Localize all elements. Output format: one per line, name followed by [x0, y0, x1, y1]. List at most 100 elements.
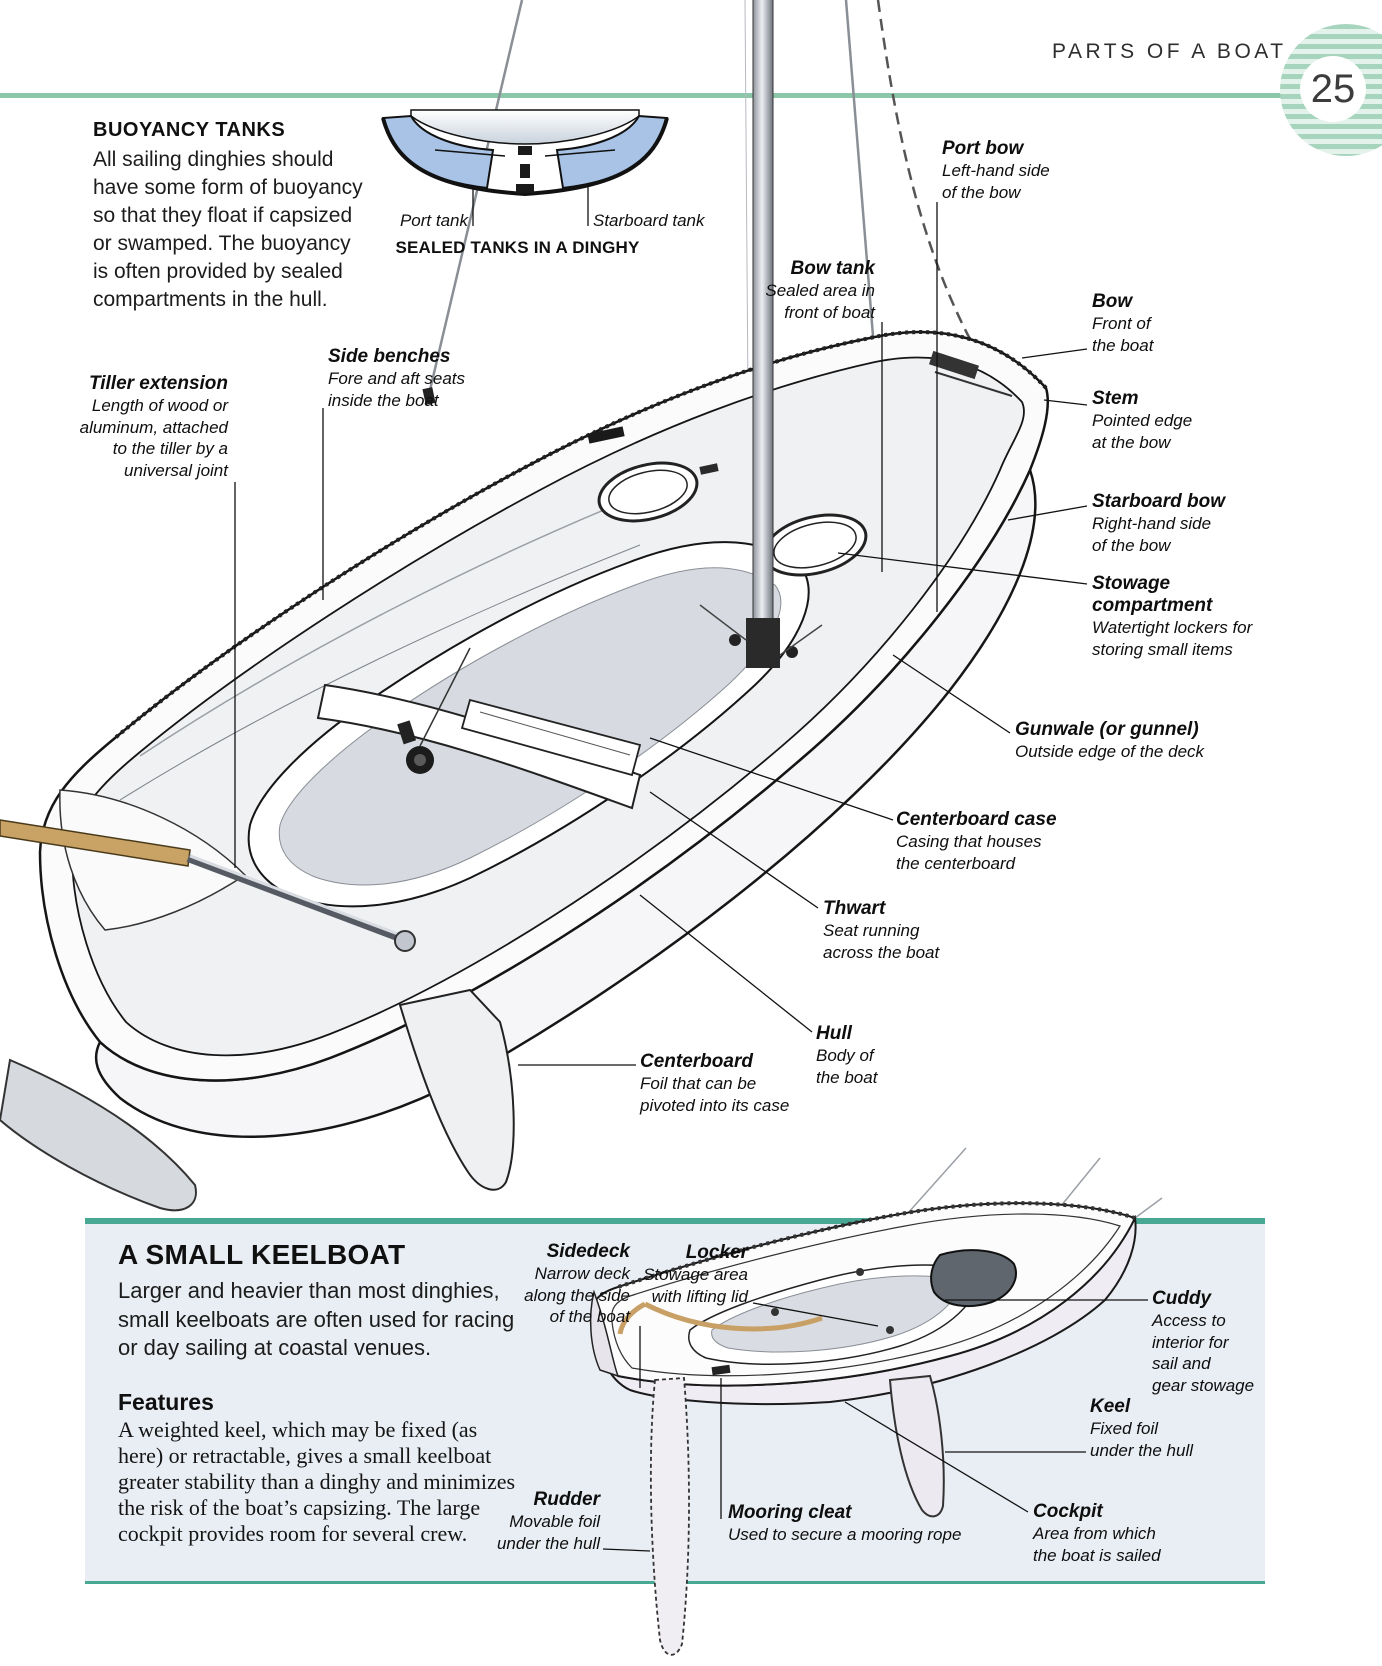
label-title: Thwart [823, 898, 886, 919]
mooring-cleat-shape [711, 1364, 731, 1376]
stowage-hatch-aft [762, 513, 868, 577]
label-bow: Bow Front of the boat [1092, 291, 1153, 356]
label-desc: Outside edge of the deck [1015, 742, 1205, 761]
label-title: Cockpit [1033, 1501, 1103, 1522]
label-gunwale: Gunwale (or gunnel) Outside edge of the … [1015, 719, 1204, 763]
keelboat-inner-deck [611, 1213, 1121, 1377]
label-title: Bow [1092, 291, 1133, 312]
label-sidedeck: Sidedeck Narrow deck along the side of t… [430, 1241, 630, 1328]
label-centerboard: Centerboard Foil that can be pivoted int… [640, 1051, 789, 1116]
keelboat-heading: A SMALL KEELBOAT [118, 1239, 406, 1270]
keel-fin [888, 1374, 945, 1518]
label-bow-tank: Bow tank Sealed area in front of boat [725, 258, 875, 323]
page-number-ball: 25 [1280, 24, 1382, 156]
label-title: Keel [1090, 1396, 1131, 1417]
label-centerboard-case: Centerboard case Casing that houses the … [896, 809, 1057, 874]
label-title: Centerboard case [896, 809, 1057, 830]
label-title: Side benches [328, 346, 451, 367]
label-title: Starboard bow [1092, 491, 1226, 512]
label-starboard-bow: Starboard bow Right-hand side of the bow [1092, 491, 1225, 556]
rudder-fin [649, 1377, 690, 1656]
features-heading: Features [118, 1389, 214, 1415]
mainsheet-block [397, 647, 471, 774]
buoyancy-body: All sailing dinghies should have some fo… [93, 148, 363, 311]
keelboat-illustration [589, 1147, 1163, 1656]
label-keel: Keel Fixed foil under the hull [1090, 1396, 1193, 1461]
label-desc: Pointed edge at the bow [1092, 411, 1193, 452]
label-desc: Access to interior for sail and gear sto… [1152, 1311, 1255, 1395]
tiller-shape [0, 819, 191, 867]
label-title: Port bow [942, 138, 1024, 159]
label-port-bow: Port bow Left-hand side of the bow [942, 138, 1050, 203]
label-title: Bow tank [790, 258, 875, 279]
header-rule [0, 93, 1286, 98]
label-title: Tiller extension [88, 373, 228, 394]
label-desc: Body of the boat [816, 1046, 878, 1087]
label-title: Stem [1092, 388, 1139, 409]
tank-diagram-caption: SEALED TANKS IN A DINGHY [395, 238, 640, 257]
tank-center-fittings [516, 146, 534, 193]
side-bench-edge2 [119, 544, 641, 801]
label-title: Gunwale (or gunnel) [1015, 719, 1199, 740]
tiller-extension-shape [186, 854, 416, 952]
label-thwart: Thwart Seat running across the boat [823, 898, 939, 963]
centerboard-fin [398, 988, 515, 1191]
label-title: Cuddy [1152, 1288, 1212, 1309]
page-number: 25 [1300, 56, 1366, 122]
cockpit-well-floor [711, 1275, 961, 1353]
label-cuddy: Cuddy Access to interior for sail and ge… [1152, 1288, 1254, 1396]
label-desc: Seat running across the boat [823, 921, 940, 962]
tank-hull-line [381, 117, 669, 197]
label-side-benches: Side benches Fore and aft seats inside t… [328, 346, 465, 411]
centerboard-case-shape [460, 698, 642, 777]
label-desc: Narrow deck along the side of the boat [524, 1264, 630, 1326]
label-title: Mooring cleat [728, 1502, 852, 1523]
leader-lines [234, 185, 1148, 1552]
label-title: Centerboard [640, 1051, 753, 1072]
deck-fittings [587, 350, 1013, 475]
tank-diagram [381, 109, 669, 197]
label-title: Stowage compartment [1092, 573, 1213, 616]
label-desc: Stowage area with lifting lid [643, 1265, 748, 1306]
label-desc: Area from which the boat is sailed [1033, 1524, 1161, 1565]
label-title: Hull [816, 1023, 852, 1044]
label-desc: Length of wood or aluminum, attached to … [79, 396, 228, 480]
label-rudder: Rudder Movable foil under the hull [440, 1489, 600, 1554]
stowage-hatch-forward [597, 461, 699, 523]
label-title: Rudder [533, 1489, 601, 1510]
side-bench-edge [139, 494, 641, 757]
label-stowage-compartment: Stowage compartment Watertight lockers f… [1092, 573, 1252, 660]
mooring-rope [643, 1301, 823, 1332]
label-desc: Casing that houses the centerboard [896, 832, 1042, 873]
keelboat-fittings [771, 1268, 894, 1334]
label-title: Sidedeck [546, 1241, 630, 1262]
buoyancy-heading: BUOYANCY TANKS [93, 119, 286, 141]
gunwale-beading [113, 330, 1048, 740]
page-title: PARTS OF A BOAT [1052, 40, 1287, 63]
label-locker: Locker Stowage area with lifting lid [598, 1242, 748, 1307]
label-desc: Left-hand side of the bow [942, 161, 1050, 202]
label-title: Locker [685, 1242, 748, 1263]
label-hull: Hull Body of the boat [816, 1023, 877, 1088]
label-mooring-cleat: Mooring cleat Used to secure a mooring r… [728, 1502, 961, 1546]
label-desc: Sealed area in front of boat [765, 281, 875, 322]
label-desc: Fixed foil under the hull [1090, 1419, 1194, 1460]
keelboat-intro: Larger and heavier than most dinghies, s… [118, 1278, 515, 1360]
label-desc: Front of the boat [1092, 314, 1154, 355]
keelboat-transom [589, 1289, 620, 1378]
label-desc: Foil that can be pivoted into its case [640, 1074, 790, 1115]
dinghy-illustration [0, 0, 1050, 1212]
label-tiller-extension: Tiller extension Length of wood or alumi… [28, 373, 228, 481]
label-desc: Movable foil under the hull [496, 1512, 600, 1553]
label-desc: Right-hand side of the bow [1092, 514, 1212, 555]
starboard-tank-label: Starboard tank [593, 211, 705, 230]
port-tank-label: Port tank [399, 211, 468, 230]
label-cockpit: Cockpit Area from which the boat is sail… [1033, 1501, 1161, 1566]
mast-step [699, 604, 823, 668]
rudder-shape [0, 1058, 197, 1212]
label-desc: Watertight lockers for storing small ite… [1092, 618, 1253, 659]
tank-deck [410, 109, 640, 145]
